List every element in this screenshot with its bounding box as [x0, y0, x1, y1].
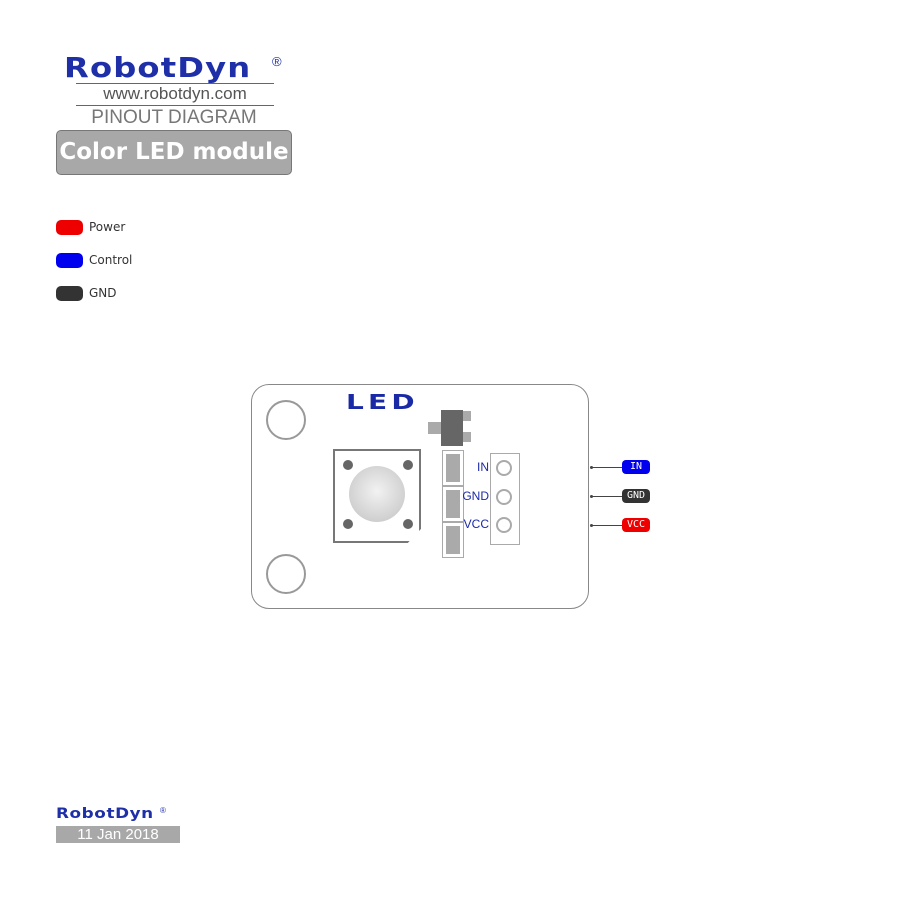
led-corner-dot — [403, 519, 413, 529]
robotdyn-logo: RobotDyn — [64, 51, 252, 84]
footer-date: 11 Jan 2018 — [56, 826, 180, 843]
power-swatch — [56, 219, 83, 235]
pin-hole-in — [496, 460, 512, 476]
resistor — [442, 522, 464, 558]
control-swatch — [56, 252, 83, 268]
pin-tag-vcc: VCC — [622, 518, 650, 532]
pin-wire — [591, 525, 622, 526]
legend-label: GND — [89, 286, 117, 300]
chip-pin — [428, 422, 441, 434]
led-corner-dot — [403, 460, 413, 470]
pin-hole-gnd — [496, 489, 512, 505]
diagram-subtitle: PINOUT DIAGRAM — [91, 107, 257, 128]
resistor — [442, 450, 464, 486]
legend-item-power: Power — [56, 219, 125, 235]
resistor — [442, 486, 464, 522]
divider — [76, 83, 274, 84]
led-lens — [349, 466, 405, 522]
gnd-swatch — [56, 285, 83, 301]
legend-item-gnd: GND — [56, 285, 117, 301]
divider — [76, 105, 274, 106]
pin-label-in: IN — [477, 460, 489, 474]
legend-item-control: Control — [56, 252, 132, 268]
legend-label: Control — [89, 253, 133, 267]
chip-pin — [463, 432, 471, 442]
footer-registered-mark: ® — [160, 806, 166, 815]
registered-mark: ® — [272, 54, 282, 69]
chip-pin — [463, 411, 471, 421]
pin-wire — [591, 496, 622, 497]
website-url: www.robotdyn.com — [103, 84, 247, 103]
legend-label: Power — [89, 220, 126, 234]
pin-wire — [591, 467, 622, 468]
pin-label-vcc: VCC — [463, 517, 489, 531]
pin-tag-gnd: GND — [622, 489, 650, 503]
mounting-hole — [266, 400, 306, 440]
transistor-chip — [441, 410, 463, 446]
module-name-badge: Color LED module — [56, 130, 292, 175]
pin-tag-in: IN — [622, 460, 650, 474]
pin-label-gnd: GND — [462, 489, 489, 503]
led-corner-dot — [343, 519, 353, 529]
pin-hole-vcc — [496, 517, 512, 533]
board-title: LED — [346, 390, 419, 414]
mounting-hole — [266, 554, 306, 594]
led-corner-dot — [343, 460, 353, 470]
footer-logo: RobotDyn — [56, 806, 154, 822]
